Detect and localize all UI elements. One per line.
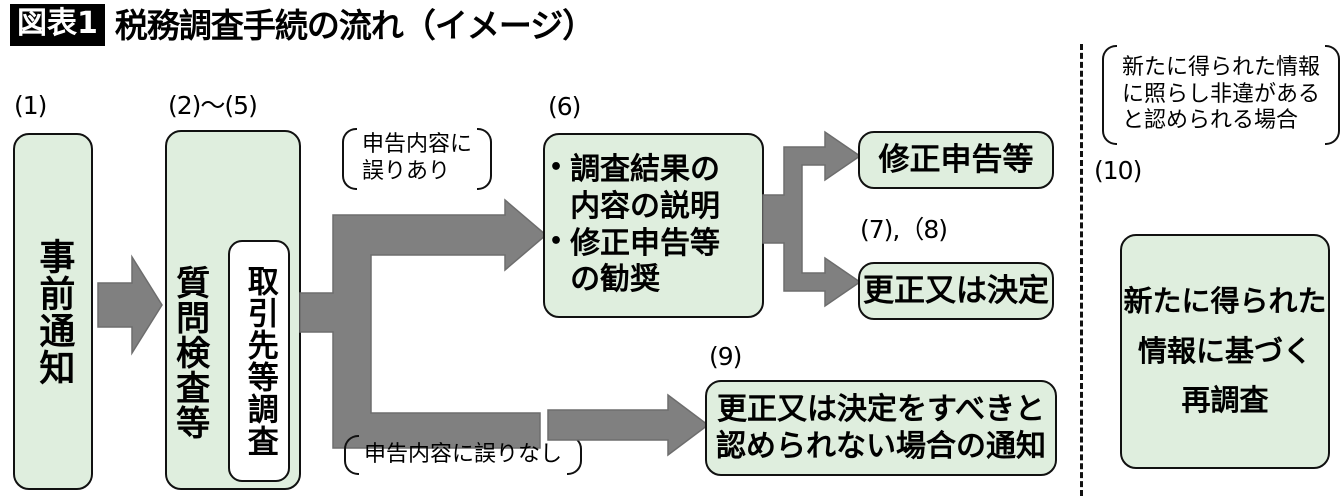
- box-advance-notice-label: 事前通知: [33, 237, 75, 386]
- arrow-notice-to-inspection: [97, 254, 164, 356]
- arrow-branch-inspection: [299, 198, 550, 450]
- box-amended-return-label: 修正申告等: [878, 141, 1034, 178]
- box-no-correction-notice-label: 更正又は決定をすべきと 認められない場合の通知: [716, 391, 1046, 465]
- bullet-text: 調査結果の 内容の説明: [570, 152, 721, 224]
- step-label-10: (10): [1094, 156, 1142, 185]
- box-no-correction-notice: 更正又は決定をすべきと 認められない場合の通知: [705, 380, 1057, 476]
- box-correction-determination: 更正又は決定: [858, 262, 1054, 320]
- bullet-item: • 修正申告等 の勧奨: [549, 226, 762, 299]
- bracket-left-edge: [342, 128, 357, 190]
- bracket-no-error-text: 申告内容に誤りなし: [364, 441, 563, 467]
- figure-number-badge: 図表1: [10, 4, 105, 46]
- bracket-right-edge: [1325, 45, 1340, 145]
- box-counterparty-investigation: 取引先等調査: [228, 240, 290, 482]
- step-label-7-8: (7),（8): [860, 215, 948, 244]
- bracket-error-found: 申告内容に 誤りあり: [342, 128, 493, 190]
- bracket-right-edge: [477, 128, 493, 190]
- bracket-error-found-text: 申告内容に 誤りあり: [362, 132, 473, 184]
- box-advance-notice: 事前通知: [13, 133, 93, 490]
- bullet-dot-icon: •: [549, 228, 564, 254]
- box-result-explanation: • 調査結果の 内容の説明 • 修正申告等 の勧奨: [543, 133, 764, 318]
- box-reinvestigation: 新たに得られた 情報に基づく 再調査: [1120, 234, 1330, 469]
- box-questioning-inspection-label: 質問検査等: [169, 264, 210, 440]
- bracket-new-information-text: 新たに得られた情報 に照らし非違がある と認められる場合: [1122, 54, 1321, 134]
- section-divider: [1080, 44, 1083, 496]
- figure-title-bar: 図表1 税務調査手続の流れ（イメージ）: [10, 4, 595, 46]
- bracket-error-found-body: 申告内容に 誤りあり: [357, 128, 477, 190]
- bracket-new-information-body: 新たに得られた情報 に照らし非違がある と認められる場合: [1117, 45, 1325, 145]
- bracket-left-edge: [1102, 45, 1117, 145]
- bullet-item: • 調査結果の 内容の説明: [549, 152, 762, 225]
- step-label-9: (9): [709, 342, 742, 371]
- bracket-no-error: 申告内容に誤りなし: [344, 435, 583, 475]
- box-reinvestigation-label: 新たに得られた 情報に基づく 再調査: [1123, 283, 1327, 418]
- box-amended-return: 修正申告等: [858, 131, 1054, 189]
- box-result-explanation-bullets: • 調査結果の 内容の説明 • 修正申告等 の勧奨: [545, 152, 762, 298]
- bracket-left-edge: [344, 435, 359, 475]
- step-label-1: (1): [14, 91, 47, 120]
- step-label-2-5: (2)〜(5): [168, 91, 258, 120]
- arrow-to-no-correction-notice: [547, 393, 710, 457]
- page-title: 税務調査手続の流れ（イメージ）: [114, 5, 595, 45]
- bullet-text: 修正申告等 の勧奨: [570, 225, 721, 298]
- bullet-dot-icon: •: [549, 155, 564, 181]
- step-label-6: (6): [548, 92, 581, 121]
- bracket-no-error-body: 申告内容に誤りなし: [359, 435, 567, 475]
- box-counterparty-investigation-label: 取引先等調査: [241, 265, 278, 457]
- arrow-branch-result: [762, 129, 863, 309]
- box-correction-determination-label: 更正又は決定: [863, 272, 1049, 309]
- bracket-new-information: 新たに得られた情報 に照らし非違がある と認められる場合: [1102, 45, 1340, 145]
